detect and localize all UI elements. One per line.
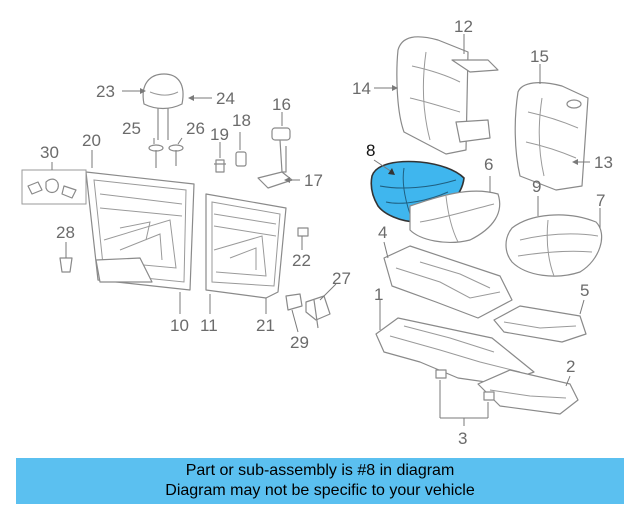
leader-lines — [51, 34, 601, 426]
seatback-frame-left[interactable] — [85, 171, 195, 291]
latch-16[interactable] — [271, 127, 291, 173]
callout-17: 17 — [304, 171, 323, 190]
bumper-28[interactable] — [59, 257, 73, 273]
clip-18[interactable] — [235, 151, 247, 167]
callout-15: 15 — [530, 47, 549, 66]
caption-line-1: Part or sub-assembly is #8 in diagram — [185, 462, 455, 479]
diagram-caption: Part or sub-assembly is #8 in diagram Di… — [16, 458, 624, 504]
callout-25: 25 — [122, 119, 141, 138]
seatback-frame-right[interactable] — [205, 193, 287, 299]
seatback-cushion-14[interactable] — [396, 36, 499, 155]
seat-base-2[interactable] — [477, 369, 579, 415]
callout-26: 26 — [186, 119, 205, 138]
hook-3a[interactable] — [435, 369, 447, 379]
clip-22[interactable] — [297, 227, 309, 237]
callout-19: 19 — [210, 125, 229, 144]
callout-23: 23 — [96, 82, 115, 101]
callout-8: 8 — [366, 141, 375, 160]
callout-13: 13 — [594, 153, 613, 172]
hardware-set-30[interactable] — [21, 169, 87, 205]
seatback-cushion-15[interactable] — [514, 82, 589, 191]
callout-14: 14 — [352, 79, 371, 98]
callout-9: 9 — [532, 177, 541, 196]
callout-7: 7 — [596, 191, 605, 210]
callout-4: 4 — [378, 223, 387, 242]
callout-6: 6 — [484, 155, 493, 174]
hinge-27[interactable] — [285, 293, 331, 329]
clip-19[interactable] — [214, 159, 226, 173]
callout-27: 27 — [332, 269, 351, 288]
seat-cushion-6[interactable] — [409, 190, 501, 243]
callout-18: 18 — [232, 111, 251, 130]
parts-diagram: 23 24 25 26 19 18 16 17 20 30 28 22 10 1… — [21, 17, 613, 448]
bolt-25[interactable] — [148, 144, 164, 168]
callout-3: 3 — [458, 429, 467, 448]
seat-cushion-9[interactable] — [505, 214, 603, 277]
callout-29: 29 — [290, 333, 309, 352]
headrest[interactable] — [142, 73, 184, 140]
callout-11: 11 — [200, 316, 218, 335]
caption-line-2: Diagram may not be specific to your vehi… — [165, 482, 475, 499]
callout-2: 2 — [566, 357, 575, 376]
callout-12: 12 — [454, 17, 473, 36]
callout-24: 24 — [216, 89, 235, 108]
bolt-26[interactable] — [168, 144, 184, 166]
callout-22: 22 — [292, 251, 311, 270]
callout-10: 10 — [170, 316, 189, 335]
seat-frame-4[interactable] — [383, 245, 513, 319]
callout-1: 1 — [374, 285, 383, 304]
callout-20: 20 — [82, 131, 101, 150]
seat-frame-5[interactable] — [493, 305, 587, 343]
callout-16: 16 — [272, 95, 291, 114]
callout-5: 5 — [580, 281, 589, 300]
callout-28: 28 — [56, 223, 75, 242]
callout-21: 21 — [256, 316, 275, 335]
callout-30: 30 — [40, 143, 59, 162]
hook-3b[interactable] — [483, 391, 495, 401]
